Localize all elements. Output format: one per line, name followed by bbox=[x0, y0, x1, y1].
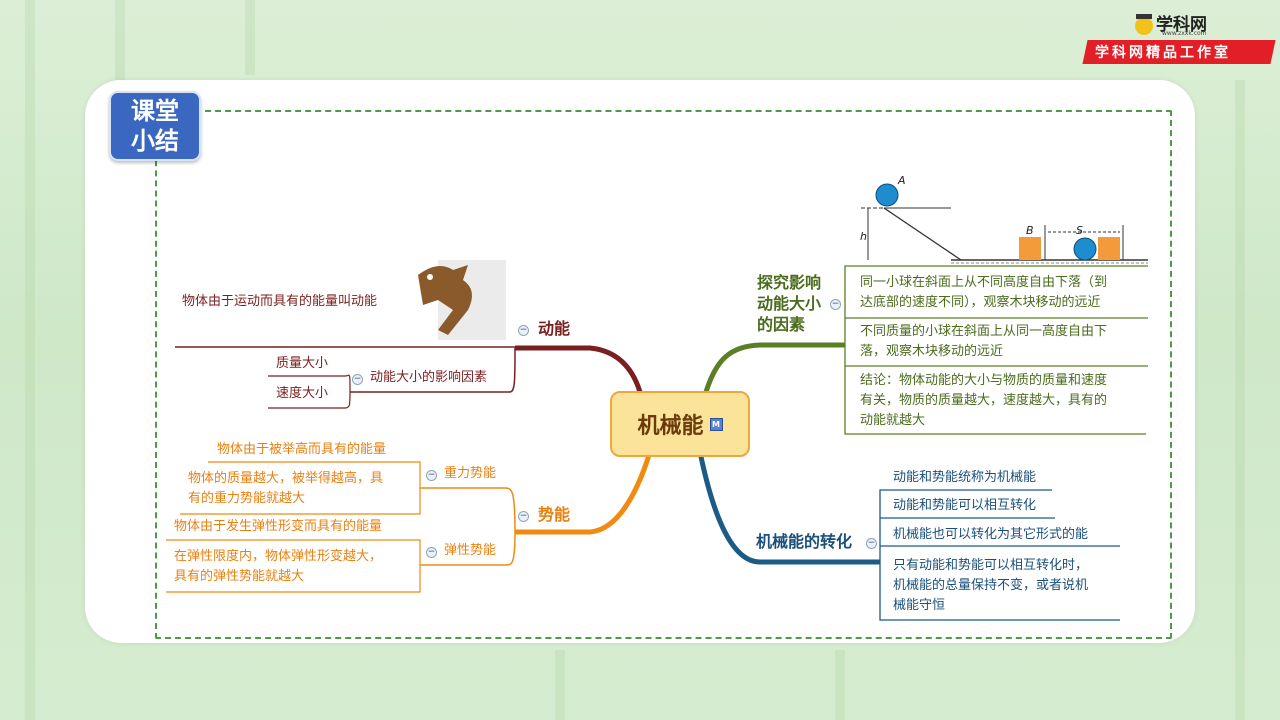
center-label: 机械能 bbox=[637, 414, 704, 439]
factor-mass: 质量大小 bbox=[276, 356, 329, 371]
kinetic-node[interactable]: 动能 bbox=[538, 319, 571, 338]
running-coyote-image bbox=[418, 260, 506, 340]
kinetic-definition: 物体由于运动而具有的能量叫动能 bbox=[182, 294, 378, 309]
collapse-potential-icon[interactable]: − bbox=[518, 511, 529, 522]
explore-item-2: 不同质量的小球在斜面上从同一高度自由下 落，观察木块移动的远近 bbox=[860, 324, 1108, 359]
logo-mascot-icon bbox=[1135, 14, 1153, 35]
potential-node[interactable]: 势能 bbox=[538, 505, 571, 524]
note-marker-icon[interactable]: M bbox=[709, 417, 723, 431]
collapse-kinetic-icon[interactable]: − bbox=[518, 325, 529, 336]
elastic-node[interactable]: 弹性势能 bbox=[444, 543, 497, 558]
section-badge: 课堂 小结 bbox=[109, 91, 201, 161]
kinetic-factors-node[interactable]: 动能大小的影响因素 bbox=[370, 370, 488, 385]
explore-conclusion: 结论：物体动能的大小与物质的质量和速度 有关，物质的质量越大，速度越大，具有的 … bbox=[860, 373, 1108, 428]
logo-url: www.zxxk.com bbox=[1162, 30, 1207, 37]
logo-text: 学科网 bbox=[1156, 15, 1207, 35]
elastic-item-1: 物体由于发生弹性形变而具有的能量 bbox=[174, 519, 383, 534]
banner-text: 学科网精品工作室 bbox=[1095, 45, 1231, 61]
gravity-item-2: 物体的质量越大，被举得越高，具 有的重力势能就越大 bbox=[188, 471, 384, 506]
gravity-node[interactable]: 重力势能 bbox=[444, 466, 497, 481]
figure-label-h: h bbox=[860, 230, 867, 243]
collapse-factors-icon[interactable]: − bbox=[352, 374, 363, 385]
figure-label-s: S bbox=[1076, 224, 1083, 237]
factor-speed: 速度大小 bbox=[276, 386, 329, 401]
dashed-frame bbox=[155, 110, 1172, 639]
collapse-explore-icon[interactable]: − bbox=[830, 299, 841, 310]
conversion-item-4: 只有动能和势能可以相互转化时， 机械能的总量保持不变，或者说机 械能守恒 bbox=[893, 558, 1089, 613]
incline-experiment-figure: A B S h bbox=[860, 174, 1148, 264]
content-card bbox=[85, 80, 1195, 643]
conversion-item-1: 动能和势能统称为机械能 bbox=[893, 470, 1037, 485]
conversion-node[interactable]: 机械能的转化 bbox=[756, 532, 853, 551]
explore-item-1: 同一小球在斜面上从不同高度自由下落（到 达底部的速度不同），观察木块移动的远近 bbox=[860, 275, 1108, 310]
conversion-item-3: 机械能也可以转化为其它形式的能 bbox=[893, 527, 1089, 542]
elastic-item-2: 在弹性限度内，物体弹性形变越大， 具有的弹性势能就越大 bbox=[174, 549, 383, 584]
figure-label-a: A bbox=[897, 174, 906, 187]
collapse-gravity-icon[interactable]: − bbox=[426, 470, 437, 481]
collapse-elastic-icon[interactable]: − bbox=[426, 547, 437, 558]
center-node[interactable]: 机械能 M bbox=[610, 391, 750, 457]
figure-label-b: B bbox=[1026, 224, 1034, 237]
explore-node[interactable]: 探究影响 动能大小 的因素 bbox=[757, 273, 822, 334]
gravity-item-1: 物体由于被举高而具有的能量 bbox=[217, 442, 387, 457]
collapse-conversion-icon[interactable]: − bbox=[866, 538, 877, 549]
conversion-item-2: 动能和势能可以相互转化 bbox=[893, 498, 1037, 513]
